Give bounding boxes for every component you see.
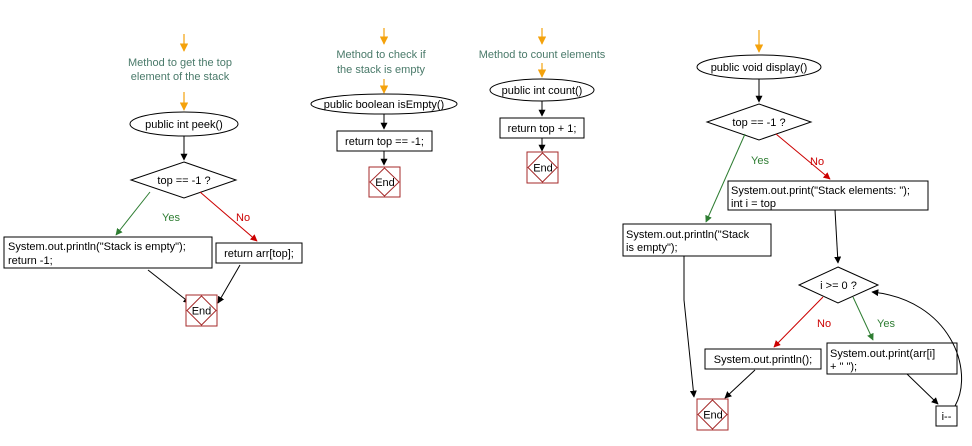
display-decision1 — [705, 103, 813, 141]
peek-no-arrow — [199, 191, 258, 242]
display-no1-label: No — [810, 156, 824, 168]
display-yes2-process-line2: + " "); — [830, 361, 857, 373]
peek-note-line1: Method to get the top — [128, 57, 232, 69]
display-no1-process-line1: System.out.print("Stack elements: "); — [731, 185, 910, 197]
peek-start-label: public int peek() — [145, 119, 223, 131]
peek-no-label: No — [236, 212, 250, 224]
display-arrow-to-decrement — [906, 373, 939, 405]
display-yes1-process — [622, 223, 772, 257]
isempty-end-diamond — [369, 167, 400, 197]
peek-flow: Method to get the top element of the sta… — [3, 34, 303, 327]
display-loop-back-arrow — [871, 289, 963, 407]
display-yes1-to-end-arrow — [683, 256, 697, 398]
isempty-end-label: End — [375, 177, 395, 189]
count-end-label: End — [533, 163, 553, 175]
peek-end-label: End — [192, 306, 212, 318]
isempty-note-line2: the stack is empty — [337, 64, 426, 76]
display-yes1-process-line2: is empty"); — [626, 242, 678, 254]
display-no2-label: No — [817, 318, 831, 330]
count-start-label: public int count() — [502, 85, 583, 97]
peek-end-diamond — [186, 295, 217, 326]
isempty-process-label: return top == -1; — [345, 136, 424, 148]
display-yes1-arrow — [705, 133, 746, 223]
display-yes2-arrow — [852, 296, 874, 341]
display-flow: public void display() top == -1 ? Yes No… — [622, 30, 963, 431]
display-no1-process — [727, 180, 929, 211]
display-yes2-process-line1: System.out.print(arr[i] — [830, 348, 935, 360]
display-decrement-label: i-- — [942, 411, 952, 423]
display-yes2-process — [826, 342, 958, 375]
isempty-start-label: public boolean isEmpty() — [324, 99, 444, 111]
display-end-label: End — [703, 410, 723, 422]
peek-yes-process-line1: System.out.println("Stack is empty"); — [8, 241, 186, 253]
peek-decision — [129, 161, 238, 199]
peek-yes-process — [3, 236, 213, 269]
display-no2-process-label: System.out.println(); — [714, 354, 812, 366]
display-arrow-to-decision2 — [834, 209, 842, 264]
peek-decision-label: top == -1 ? — [157, 175, 210, 187]
display-yes2-label: Yes — [877, 318, 895, 330]
peek-yes-label: Yes — [162, 212, 180, 224]
display-no1-arrow — [775, 133, 831, 180]
peek-no-to-end-arrow — [217, 264, 241, 304]
display-no2-arrow — [773, 296, 824, 348]
display-decision1-label: top == -1 ? — [732, 117, 785, 129]
peek-note-line2: element of the stack — [131, 71, 230, 83]
peek-no-process-label: return arr[top]; — [224, 248, 294, 260]
display-start-label: public void display() — [711, 62, 808, 74]
peek-yes-to-end-arrow — [147, 269, 191, 304]
count-flow: Method to count elements public int coun… — [479, 28, 606, 184]
count-end-diamond — [527, 152, 558, 183]
count-process-label: return top + 1; — [508, 123, 577, 135]
count-note: Method to count elements — [479, 49, 606, 61]
display-no1-process-line2: int i = top — [731, 198, 776, 210]
isempty-note-line1: Method to check if — [336, 49, 426, 61]
display-decision2 — [797, 266, 880, 304]
peek-yes-arrow — [115, 191, 151, 236]
display-decrement-process — [935, 405, 958, 427]
peek-no-process — [215, 242, 303, 264]
isempty-flow: Method to check if the stack is empty pu… — [310, 28, 458, 198]
display-yes1-process-line1: System.out.println("Stack — [626, 229, 750, 241]
display-decision2-label: i >= 0 ? — [820, 280, 857, 292]
peek-yes-process-line2: return -1; — [8, 255, 53, 267]
display-no2-to-end-arrow — [724, 369, 756, 399]
display-no2-process — [704, 348, 822, 370]
display-yes1-label: Yes — [751, 155, 769, 167]
display-end-diamond — [697, 399, 728, 430]
